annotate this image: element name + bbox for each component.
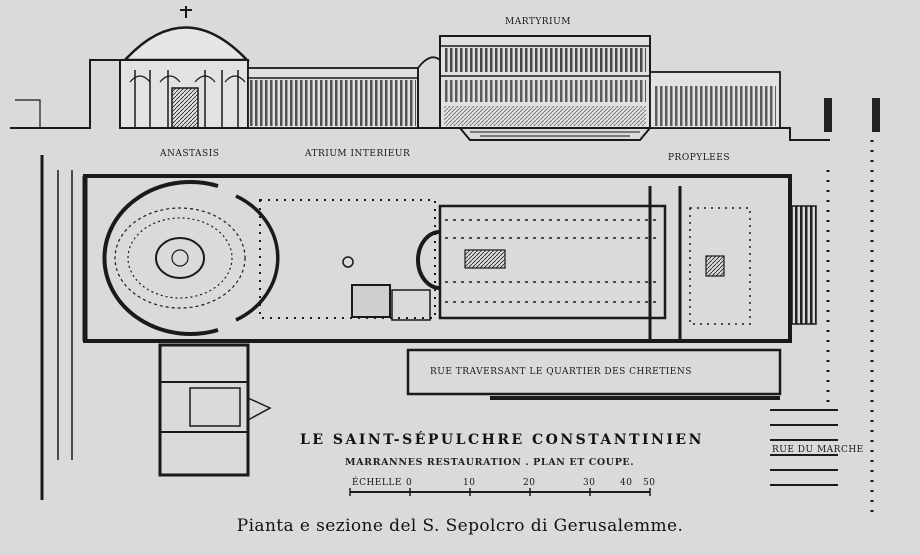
- label-propylaea: PROPYLEES: [668, 153, 730, 163]
- scale-tick: 20: [523, 478, 535, 488]
- label-atrium: ATRIUM INTERIEUR: [304, 149, 410, 159]
- ground-plan: [40, 140, 874, 520]
- scale-tick: 10: [463, 478, 475, 488]
- label-stairs: RUE DU MARCHE: [772, 445, 864, 455]
- label-basilica: MARTYRIUM: [505, 17, 571, 27]
- scale-label: ÉCHELLE: [352, 476, 402, 488]
- figure-caption: Pianta e sezione del S. Sepolcro di Geru…: [236, 516, 684, 536]
- label-street: RUE TRAVERSANT LE QUARTIER DES CHRETIENS: [430, 367, 692, 377]
- scale-bar: ÉCHELLE 0 10 20 30 40 50: [349, 476, 655, 496]
- plan-title: LE SAINT-SÉPULCHRE CONSTANTINIEN: [300, 432, 704, 448]
- plan-subtitle: MARRANNES RESTAURATION . PLAN ET COUPE.: [345, 457, 635, 468]
- section-elevation: [10, 6, 880, 141]
- scale-tick: 30: [583, 478, 595, 488]
- label-rotunda: ANASTASIS: [159, 149, 219, 159]
- scale-tick: 50: [643, 478, 655, 488]
- scale-tick: 0: [406, 478, 412, 488]
- scale-tick: 40: [620, 478, 632, 488]
